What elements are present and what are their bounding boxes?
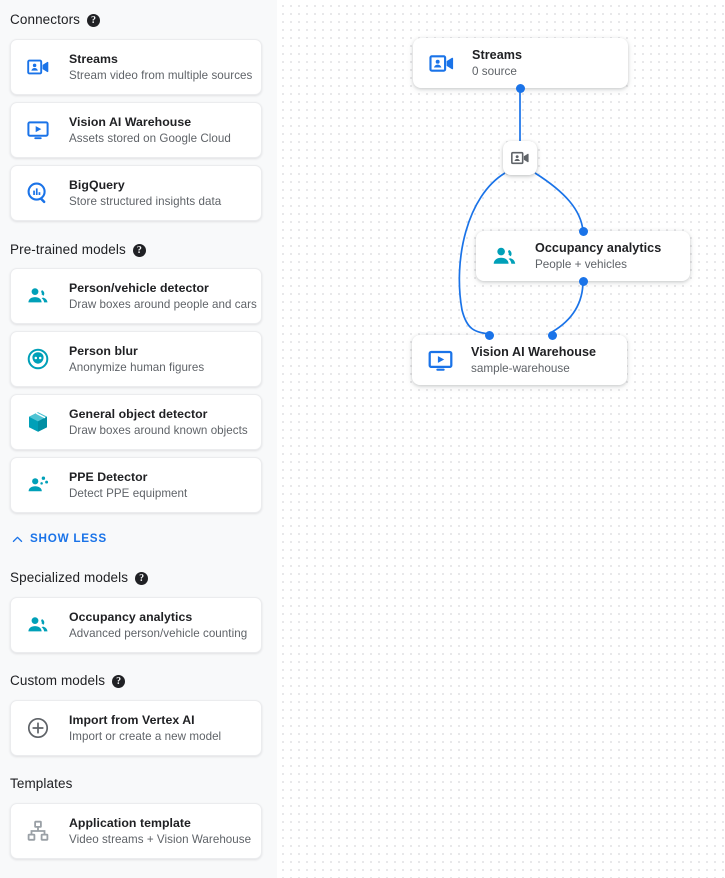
sidebar-item-streams[interactable]: Streams Stream video from multiple sourc… <box>10 39 262 95</box>
people-detector-icon <box>25 283 51 309</box>
plus-circle-icon <box>25 715 51 741</box>
person-blur-icon <box>25 346 51 372</box>
section-title: Connectors <box>10 12 81 27</box>
help-icon[interactable]: ? <box>87 13 101 27</box>
section-header-connectors: Connectors ? <box>0 9 101 31</box>
port-warehouse-input-a[interactable] <box>484 330 494 340</box>
canvas-node-subtitle: sample-warehouse <box>471 361 570 375</box>
section-title: Custom models <box>10 673 106 688</box>
sidebar-item-title: Person/vehicle detector <box>69 280 209 295</box>
people-detector-icon <box>489 241 519 271</box>
people-detector-icon <box>25 612 51 638</box>
sidebar-item-text: Streams Stream video from multiple sourc… <box>69 51 252 84</box>
canvas-node-stream-relay[interactable] <box>503 141 537 175</box>
canvas-node-occupancy-analytics[interactable]: Occupancy analytics People + vehicles <box>476 231 690 281</box>
sidebar-item-title: PPE Detector <box>69 469 148 484</box>
sidebar-item-title: Person blur <box>69 343 138 358</box>
sidebar-item-text: Import from Vertex AI Import or create a… <box>69 712 221 745</box>
port-streams-output[interactable] <box>515 83 525 93</box>
sidebar-item-title: Import from Vertex AI <box>69 712 195 727</box>
edge-occupancy-to-warehouse <box>551 280 584 333</box>
sidebar-item-ppe-detector[interactable]: PPE Detector Detect PPE equipment <box>10 457 262 513</box>
section-header-custom-models: Custom models ? <box>0 670 126 692</box>
sidebar-item-subtitle: Video streams + Vision Warehouse <box>69 832 252 846</box>
sidebar-item-subtitle: Draw boxes around people and cars <box>69 297 257 311</box>
sidebar-item-subtitle: Stream video from multiple sources <box>69 68 253 82</box>
sidebar-item-subtitle: Assets stored on Google Cloud <box>69 131 231 145</box>
edge-relay-to-occupancy <box>534 172 584 232</box>
cube-object-icon <box>25 409 51 435</box>
component-sidebar: Connectors ? Streams Stream video from m… <box>0 0 277 878</box>
sidebar-item-general-object-detector[interactable]: General object detector Draw boxes aroun… <box>10 394 262 450</box>
canvas-node-subtitle: People + vehicles <box>535 257 627 271</box>
graph-canvas[interactable]: Streams 0 source Occupancy analytics Peo… <box>277 0 725 878</box>
port-occupancy-output[interactable] <box>578 276 588 286</box>
video-camera-icon <box>25 54 51 80</box>
canvas-node-title: Occupancy analytics <box>535 240 662 255</box>
canvas-node-streams[interactable]: Streams 0 source <box>413 38 628 88</box>
canvas-node-subtitle: 0 source <box>472 64 517 78</box>
sidebar-item-import-from-vertex-ai[interactable]: Import from Vertex AI Import or create a… <box>10 700 262 756</box>
sidebar-item-title: Occupancy analytics <box>69 609 193 624</box>
section-title: Pre-trained models <box>10 242 126 257</box>
sidebar-item-vision-ai-warehouse[interactable]: Vision AI Warehouse Assets stored on Goo… <box>10 102 262 158</box>
sidebar-item-subtitle: Detect PPE equipment <box>69 486 188 500</box>
section-header-specialized-models: Specialized models ? <box>0 567 149 589</box>
show-less-label: SHOW LESS <box>30 532 107 545</box>
port-warehouse-input-b[interactable] <box>547 330 557 340</box>
sidebar-item-text: Occupancy analytics Advanced person/vehi… <box>69 609 247 642</box>
edge-layer <box>458 88 584 335</box>
canvas-node-title: Vision AI Warehouse <box>471 344 597 359</box>
sidebar-item-person-blur[interactable]: Person blur Anonymize human figures <box>10 331 262 387</box>
ppe-detector-icon <box>25 472 51 498</box>
hierarchy-icon <box>25 818 51 844</box>
help-icon[interactable]: ? <box>135 571 149 585</box>
sidebar-item-subtitle: Store structured insights data <box>69 194 222 208</box>
monitor-play-icon <box>425 345 455 375</box>
sidebar-item-application-template[interactable]: Application template Video streams + Vis… <box>10 803 262 859</box>
sidebar-item-subtitle: Advanced person/vehicle counting <box>69 626 248 640</box>
help-icon[interactable]: ? <box>132 243 146 257</box>
canvas-node-title: Streams <box>472 47 523 62</box>
sidebar-item-text: Vision AI Warehouse Assets stored on Goo… <box>69 114 231 147</box>
port-occupancy-input[interactable] <box>578 226 588 236</box>
help-icon[interactable]: ? <box>112 674 126 688</box>
canvas-node-text: Occupancy analytics People + vehicles <box>535 240 661 273</box>
sidebar-item-subtitle: Import or create a new model <box>69 729 222 743</box>
sidebar-item-title: BigQuery <box>69 177 125 192</box>
sidebar-item-text: Application template Video streams + Vis… <box>69 815 251 848</box>
sidebar-item-text: BigQuery Store structured insights data <box>69 177 221 210</box>
sidebar-item-text: Person blur Anonymize human figures <box>69 343 204 376</box>
section-header-templates: Templates <box>0 773 72 795</box>
sidebar-item-title: Streams <box>69 51 118 66</box>
canvas-node-vision-ai-warehouse[interactable]: Vision AI Warehouse sample-warehouse <box>412 335 627 385</box>
sidebar-item-text: Person/vehicle detector Draw boxes aroun… <box>69 280 257 313</box>
sidebar-item-subtitle: Anonymize human figures <box>69 360 205 374</box>
sidebar-item-title: General object detector <box>69 406 208 421</box>
edge-relay-to-warehouse <box>458 172 506 335</box>
monitor-play-icon <box>25 117 51 143</box>
canvas-node-text: Streams 0 source <box>472 47 522 80</box>
sidebar-item-subtitle: Draw boxes around known objects <box>69 423 248 437</box>
sidebar-item-text: PPE Detector Detect PPE equipment <box>69 469 187 502</box>
section-header-pre-trained-models: Pre-trained models ? <box>0 239 146 261</box>
sidebar-item-occupancy-analytics[interactable]: Occupancy analytics Advanced person/vehi… <box>10 597 262 653</box>
video-camera-icon <box>426 48 456 78</box>
sidebar-item-title: Vision AI Warehouse <box>69 114 192 129</box>
bigquery-magnifier-icon <box>25 180 51 206</box>
sidebar-item-title: Application template <box>69 815 191 830</box>
section-title: Specialized models <box>10 570 129 585</box>
video-camera-icon <box>511 151 529 165</box>
sidebar-item-bigquery[interactable]: BigQuery Store structured insights data <box>10 165 262 221</box>
section-title: Templates <box>10 776 73 791</box>
sidebar-item-person-vehicle-detector[interactable]: Person/vehicle detector Draw boxes aroun… <box>10 268 262 324</box>
canvas-node-text: Vision AI Warehouse sample-warehouse <box>471 344 596 377</box>
chevron-up-icon <box>11 533 24 546</box>
show-less-button[interactable]: SHOW LESS <box>0 529 107 549</box>
sidebar-item-text: General object detector Draw boxes aroun… <box>69 406 248 439</box>
